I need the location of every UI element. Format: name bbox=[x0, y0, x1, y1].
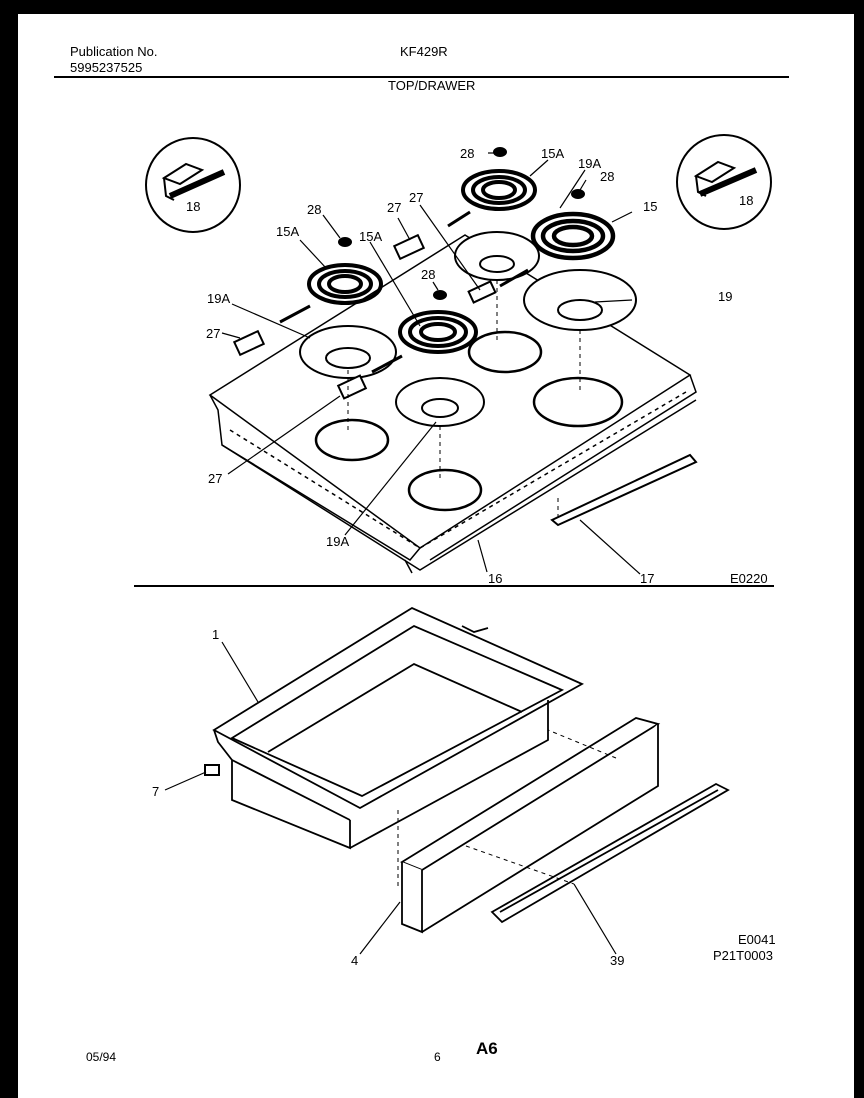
footer-date: 05/94 bbox=[86, 1050, 117, 1064]
callout-17: 17 bbox=[640, 571, 654, 586]
burner-terminals bbox=[279, 210, 529, 374]
callout-19: 19 bbox=[718, 289, 732, 304]
callout-18: 18 bbox=[186, 199, 200, 214]
callout-1: 1 bbox=[212, 627, 219, 642]
callout-27: 27 bbox=[208, 471, 222, 486]
coil-burners bbox=[307, 169, 616, 354]
burner-caps bbox=[338, 147, 585, 300]
callout-4: 4 bbox=[351, 953, 358, 968]
footer-page-number: 6 bbox=[434, 1050, 441, 1064]
callout-28: 28 bbox=[421, 267, 435, 282]
drip-bowls bbox=[299, 231, 637, 427]
section-title: TOP/DRAWER bbox=[388, 78, 476, 93]
figure-code-bottom-2: P21T0003 bbox=[713, 948, 773, 963]
callout-27: 27 bbox=[409, 190, 423, 205]
callout-19a: 19A bbox=[326, 534, 349, 549]
callout-28: 28 bbox=[460, 146, 474, 161]
callout-19a: 19A bbox=[207, 291, 230, 306]
figure-code-bottom-1: E0041 bbox=[738, 932, 776, 947]
receptacles bbox=[232, 233, 497, 400]
section-divider bbox=[134, 585, 774, 587]
callout-15a: 15A bbox=[276, 224, 299, 239]
callout-19a: 19A bbox=[578, 156, 601, 171]
burner-openings bbox=[314, 330, 624, 512]
drawer-stop bbox=[204, 764, 220, 776]
header-rule bbox=[54, 76, 789, 78]
detail-inset-right bbox=[676, 134, 772, 230]
callout-27: 27 bbox=[206, 326, 220, 341]
trim-strip bbox=[550, 453, 698, 527]
detail-inset-left bbox=[145, 137, 241, 233]
alignment-lines bbox=[347, 280, 581, 520]
footer-code: A6 bbox=[476, 1039, 498, 1058]
callout-15a: 15A bbox=[359, 229, 382, 244]
callout-15a: 15A bbox=[541, 146, 564, 161]
alignment-lines-bottom bbox=[397, 729, 617, 890]
callout-28: 28 bbox=[600, 169, 614, 184]
leader-lines-bottom bbox=[164, 641, 617, 955]
figure-code-top: E0220 bbox=[730, 571, 768, 586]
callout-16: 16 bbox=[488, 571, 502, 586]
drawer-front-panel bbox=[400, 717, 661, 934]
drawer-body bbox=[212, 606, 585, 850]
publication-label: Publication No. bbox=[70, 44, 158, 59]
publication-number: 5995237525 bbox=[70, 60, 143, 75]
callout-15: 15 bbox=[643, 199, 657, 214]
callout-28: 28 bbox=[307, 202, 321, 217]
callout-18: 18 bbox=[739, 193, 753, 208]
drawer-trim bbox=[490, 782, 730, 924]
model-number: KF429R bbox=[400, 44, 448, 59]
callout-27: 27 bbox=[387, 200, 401, 215]
callout-39: 39 bbox=[610, 953, 624, 968]
callout-7: 7 bbox=[152, 784, 159, 799]
leader-lines-top bbox=[221, 152, 641, 575]
